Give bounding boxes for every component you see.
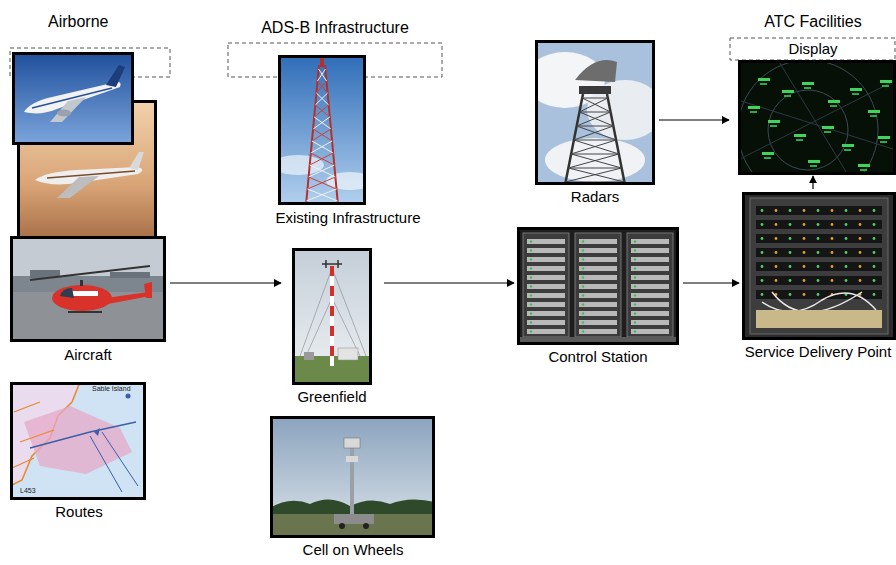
photo-illustration xyxy=(292,248,372,385)
caption-box: Aircraft xyxy=(8,346,168,364)
photo-illustration xyxy=(517,227,679,345)
photo-node: Existing Infrastructure xyxy=(250,53,446,230)
photo-caption: Greenfield xyxy=(282,388,382,406)
photo-illustration xyxy=(10,236,166,342)
caption-box: Radars xyxy=(533,188,657,206)
photo-node: Greenfield xyxy=(282,246,382,408)
photo-node: Service Delivery Point xyxy=(740,190,896,390)
caption-box: Service Delivery Point xyxy=(740,343,896,361)
column-heading: ADS-B Infrastructure xyxy=(228,18,442,37)
photo-illustration xyxy=(742,192,896,340)
photo-illustration xyxy=(738,60,896,175)
flow-arrow xyxy=(812,176,813,189)
photo-node: Control Station xyxy=(515,225,681,368)
photo-caption: Aircraft xyxy=(8,346,168,364)
caption-box: Routes xyxy=(8,503,150,521)
caption-box: Greenfield xyxy=(282,388,382,406)
map-label: L453 xyxy=(20,487,36,495)
photo-node: Cell on Wheels xyxy=(268,414,438,561)
photo-caption: Control Station xyxy=(515,348,681,366)
photo-node: Display xyxy=(730,38,896,175)
photo-illustration xyxy=(10,382,146,500)
dashed-frame xyxy=(730,38,895,60)
caption-box: Cell on Wheels xyxy=(268,541,438,559)
caption-box: Control Station xyxy=(515,348,681,366)
photo-caption: Existing Infrastructure xyxy=(250,209,446,227)
flow-arrow xyxy=(170,282,281,283)
column-heading: ATC Facilities xyxy=(730,12,896,31)
flow-arrow xyxy=(683,282,739,283)
photo-caption: Routes xyxy=(8,503,150,521)
photo-illustration xyxy=(535,40,655,185)
photo-caption: Cell on Wheels xyxy=(268,541,438,559)
photo-caption: Service Delivery Point xyxy=(740,343,896,361)
caption-box: Existing Infrastructure xyxy=(250,209,446,227)
photo-illustration xyxy=(270,416,435,538)
photo-illustration xyxy=(278,55,366,205)
photo-node: Aircraft xyxy=(8,50,168,366)
caption-box: Display xyxy=(730,40,896,58)
photo-caption: Radars xyxy=(533,188,657,206)
flow-arrow xyxy=(659,119,729,120)
flow-arrow xyxy=(384,282,514,283)
column-heading: Airborne xyxy=(48,12,108,31)
photo-node: Routes xyxy=(8,380,150,523)
photo-caption: Display xyxy=(730,40,896,58)
photo-node: Radars xyxy=(533,38,657,208)
photo-illustration xyxy=(12,52,134,145)
map-label: Sable Island xyxy=(92,385,131,393)
